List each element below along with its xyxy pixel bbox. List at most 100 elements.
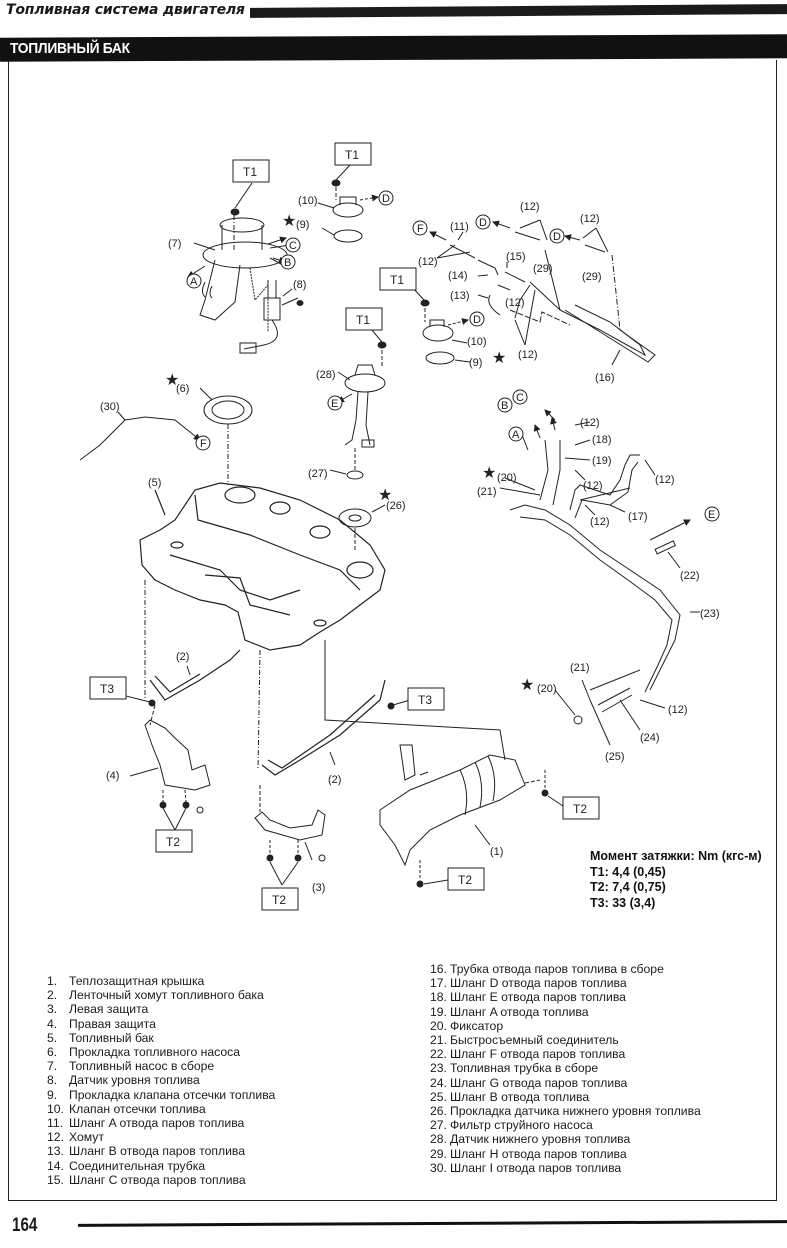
legend-item-number: 1. bbox=[47, 974, 58, 988]
callout-26: (26) bbox=[386, 500, 406, 512]
torque-box-t3: T3 bbox=[407, 687, 445, 711]
svg-text:C: C bbox=[516, 392, 524, 404]
fuel-cut-valve-top bbox=[317, 164, 379, 243]
callout-9: (9) bbox=[296, 219, 309, 231]
torque-box-t2: T2 bbox=[447, 867, 485, 891]
torque-box-t1: T1 bbox=[345, 307, 383, 331]
callout-2: (2) bbox=[328, 774, 341, 786]
legend-item: 19.Шланг A отвода топлива bbox=[430, 1005, 701, 1019]
legend-item: 6.Прокладка топливного насоса bbox=[47, 1045, 275, 1059]
callout-20: (20) bbox=[537, 683, 557, 695]
legend-item-text: Шланг B отвода паров топлива bbox=[69, 1144, 246, 1159]
right-protector bbox=[129, 704, 211, 831]
star-icon: ★ bbox=[378, 487, 392, 504]
legend-item-number: 29. bbox=[430, 1146, 447, 1161]
legend-item-text: Прокладка клапана отсечки топлива bbox=[69, 1087, 276, 1102]
sub-level-sensor bbox=[329, 329, 387, 480]
legend-item: 9. Прокладка клапана отсечки топлива bbox=[47, 1088, 275, 1102]
svg-text:T2: T2 bbox=[166, 835, 180, 849]
legend-item-text: Шланг H отвода паров топлива bbox=[449, 1146, 627, 1161]
callout-2: (2) bbox=[176, 651, 189, 663]
fuel-pipe-assembly bbox=[499, 409, 700, 746]
legend-item-number: 25. bbox=[430, 1089, 447, 1104]
legend-item-text: Правая защита bbox=[69, 1016, 156, 1031]
svg-text:T1: T1 bbox=[390, 273, 404, 287]
legend-item: 3.Левая защита bbox=[47, 1002, 275, 1016]
callout-28: (28) bbox=[316, 369, 336, 381]
legend-item: 7. Топливный насос в сборе bbox=[47, 1059, 275, 1073]
legend-item-text: Теплозащитная крышка bbox=[69, 974, 205, 988]
svg-text:D: D bbox=[553, 231, 561, 243]
chapter-title: Топливная система двигателя bbox=[6, 2, 245, 18]
legend-item-number: 19. bbox=[430, 1004, 447, 1019]
svg-text:D: D bbox=[473, 314, 481, 326]
legend-item: 4. Правая защита bbox=[47, 1017, 275, 1031]
legend-item: 15. Шланг C отвода паров топлива bbox=[47, 1173, 275, 1187]
callout-17: (17) bbox=[628, 511, 648, 523]
legend-item-text: Шланг F отвода паров топлива bbox=[449, 1047, 626, 1062]
legend-item-number: 4. bbox=[47, 1016, 58, 1031]
legend-item-number: 15. bbox=[47, 1172, 64, 1187]
torque-spec-t2: T2: 7,4 (0,75) bbox=[590, 880, 666, 894]
callout-18: (18) bbox=[592, 434, 612, 446]
svg-text:T3: T3 bbox=[100, 682, 114, 696]
legend-item-text: Шланг C отвода паров топлива bbox=[69, 1172, 246, 1187]
legend-item: 26.Прокладка датчика нижнего уровня топл… bbox=[430, 1104, 701, 1118]
fuel-pump-gasket bbox=[199, 387, 253, 485]
star-icon: ★ bbox=[165, 372, 179, 389]
section-title: ТОПЛИВНЫЙ БАК bbox=[10, 40, 130, 57]
legend-item: 29.Шланг H отвода паров топлива bbox=[430, 1147, 701, 1161]
legend-item: 20.Фиксатор bbox=[430, 1019, 701, 1033]
fuel-tank-band-left bbox=[149, 649, 241, 701]
legend-item: 16.Трубка отвода паров топлива в сборе bbox=[430, 962, 701, 976]
callout-23: (23) bbox=[700, 608, 720, 620]
star-icon: ★ bbox=[520, 677, 534, 694]
callout-19: (19) bbox=[592, 455, 612, 467]
callout-7: (7) bbox=[168, 238, 181, 250]
callout-1: (1) bbox=[490, 846, 503, 858]
legend-item: 13.Шланг B отвода паров топлива bbox=[47, 1144, 275, 1158]
torque-box-t1: T1 bbox=[334, 142, 372, 166]
svg-text:F: F bbox=[200, 438, 207, 450]
legend-item-text: Прокладка датчика нижнего уровня топлива bbox=[449, 1104, 701, 1119]
callout-29: (29) bbox=[582, 271, 602, 283]
torque-box-t3: T3 bbox=[89, 676, 127, 700]
svg-text:T2: T2 bbox=[272, 893, 286, 907]
marker-d-icon: D bbox=[378, 190, 394, 206]
legend-item-number: 9. bbox=[47, 1087, 58, 1102]
callout-3: (3) bbox=[312, 882, 325, 894]
svg-text:F: F bbox=[417, 223, 424, 235]
callout-16: (16) bbox=[595, 372, 615, 384]
legend-item-number: 30. bbox=[430, 1160, 447, 1175]
svg-text:T3: T3 bbox=[418, 693, 432, 707]
legend-item-text: Хомут bbox=[69, 1130, 104, 1145]
legend-item: 1. Теплозащитная крышка bbox=[47, 974, 275, 988]
marker-a-icon: A bbox=[186, 273, 202, 289]
marker-a-icon: A bbox=[508, 426, 524, 442]
legend-item-number: 10. bbox=[47, 1101, 64, 1116]
svg-text:B: B bbox=[284, 257, 291, 269]
legend-item-text: Шланг E отвода паров топлива bbox=[449, 990, 626, 1005]
page-number: 164 bbox=[12, 1215, 38, 1236]
legend-item-number: 7. bbox=[47, 1059, 58, 1074]
callout-22: (22) bbox=[680, 570, 700, 582]
legend-item: 17.Шланг D отвода паров топлива bbox=[430, 976, 701, 990]
legend-item-text: Шланг G отвода паров топлива bbox=[449, 1075, 628, 1090]
evaporation-hose-i bbox=[79, 411, 201, 461]
callout-5: (5) bbox=[148, 477, 161, 489]
legend-item-text: Топливная трубка в сборе bbox=[449, 1061, 599, 1076]
legend-item-number: 5. bbox=[47, 1030, 58, 1045]
legend-item-text: Топливный насос в сборе bbox=[69, 1059, 215, 1074]
svg-text:E: E bbox=[708, 509, 715, 521]
legend-item-text: Шланг I отвода паров топлива bbox=[449, 1160, 622, 1175]
legend-item-number: 8. bbox=[47, 1073, 58, 1088]
svg-text:A: A bbox=[190, 276, 198, 288]
torque-box-t1: T1 bbox=[379, 267, 417, 291]
legend-item: 27.Фильтр струйного насоса bbox=[430, 1118, 701, 1132]
legend-item-number: 17. bbox=[430, 976, 447, 991]
legend-item-number: 20. bbox=[430, 1018, 447, 1033]
legend-item: 8.Датчик уровня топлива bbox=[47, 1073, 275, 1087]
legend-item-number: 24. bbox=[430, 1075, 447, 1090]
torque-spec-t1: T1: 4,4 (0,45) bbox=[590, 864, 666, 879]
svg-text:C: C bbox=[289, 240, 297, 252]
